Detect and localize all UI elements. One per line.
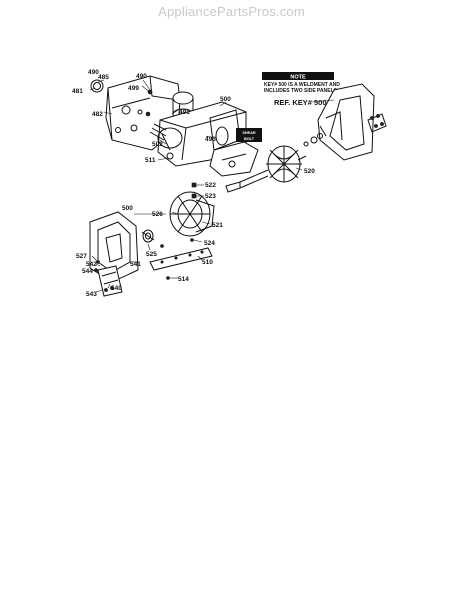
note-box: NOTE KEY# 500 IS A WELDMENT AND INCLUDES… [262,72,340,94]
bearing-525 [141,229,155,243]
shear-bolt-tag-line-1: SHEAR [242,131,256,135]
note-line-1: KEY# 500 IS A WELDMENT AND [264,82,340,88]
ref-key-label: REF. KEY# 500 [274,98,327,107]
callout-541: 541 [130,261,141,268]
callout-522: 522 [205,182,216,189]
callout-510: 510 [202,259,213,266]
callout-labels: 490 485 490 481 499 482 491 500 493 502 … [72,69,327,298]
callout-502: 502 [152,141,163,148]
callout-491: 491 [179,109,190,116]
callout-521: 521 [212,222,223,229]
callout-525: 525 [146,251,157,258]
callout-520: 520 [304,168,315,175]
callout-490a: 490 [88,69,99,76]
callout-511: 511 [145,157,156,164]
callout-544: 544 [82,268,93,275]
callout-540: 540 [111,285,122,292]
callout-482: 482 [92,111,103,118]
auger-520 [225,145,307,193]
skid-plate [97,265,123,297]
callout-481: 481 [72,88,83,95]
side-panel-right [317,83,375,161]
ring-485 [90,79,104,93]
callout-543: 543 [86,291,97,298]
watermark: AppliancePartsPros.com [158,4,305,19]
impeller-assembly [169,191,215,237]
callout-500-top: 500 [220,96,231,103]
shear-bolt-tag-line-2: BOLT [244,137,255,141]
callout-499: 499 [128,85,139,92]
callout-527: 527 [76,253,87,260]
callout-500-left: 500 [122,205,133,212]
callout-523: 523 [205,193,216,200]
leader-lines [89,79,335,293]
note-heading: NOTE [290,75,306,81]
shear-bolt-tag: SHEAR BOLT [236,128,262,142]
callout-542: 542 [86,261,97,268]
note-line-2: INCLUDES TWO SIDE PANELS. [264,88,339,94]
callout-490b: 490 [136,73,147,80]
callout-514: 514 [178,276,189,283]
callout-493: 493 [205,136,216,143]
scraper-bar-510 [149,247,213,271]
panel-bolts-right [367,113,387,133]
callout-524: 524 [204,240,215,247]
bearings-right [303,133,323,147]
callout-485: 485 [98,74,109,81]
callout-526: 526 [152,211,163,218]
hardware-parts [94,89,197,280]
gearbox-assembly [209,141,259,177]
